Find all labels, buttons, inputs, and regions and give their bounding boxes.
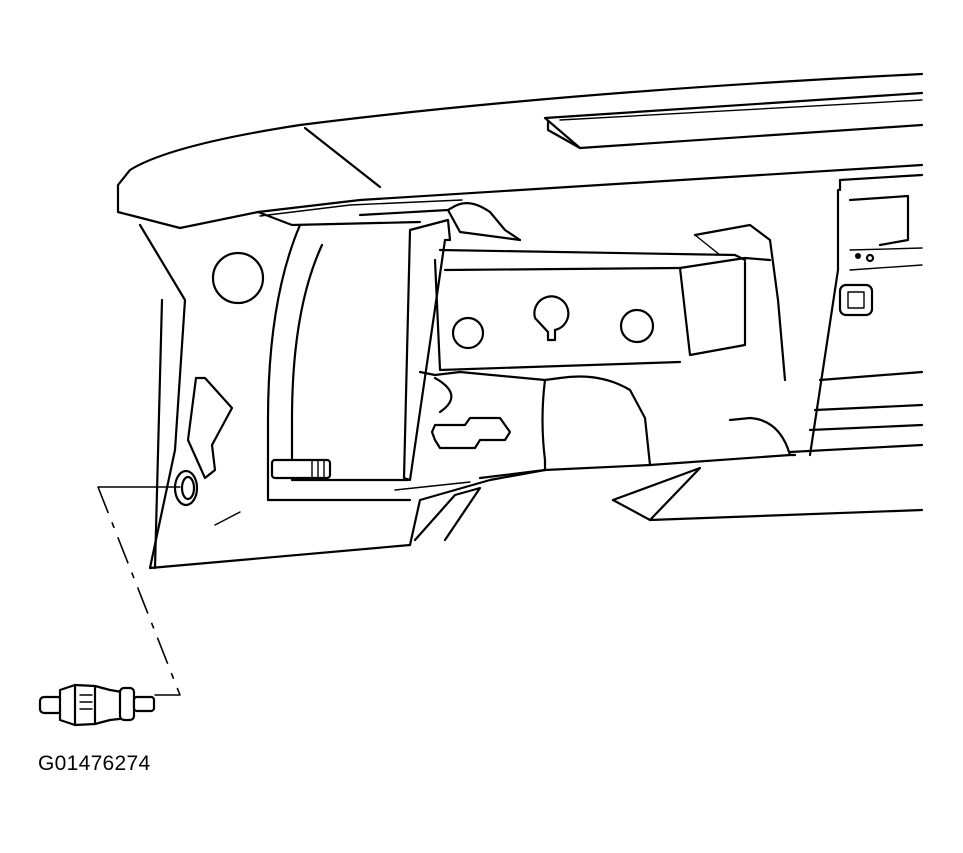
center-line <box>97 486 181 696</box>
figure-id-label: G01476274 <box>38 752 151 775</box>
instrument-panel-icon <box>116 72 924 570</box>
plug-switch-icon <box>38 683 156 727</box>
